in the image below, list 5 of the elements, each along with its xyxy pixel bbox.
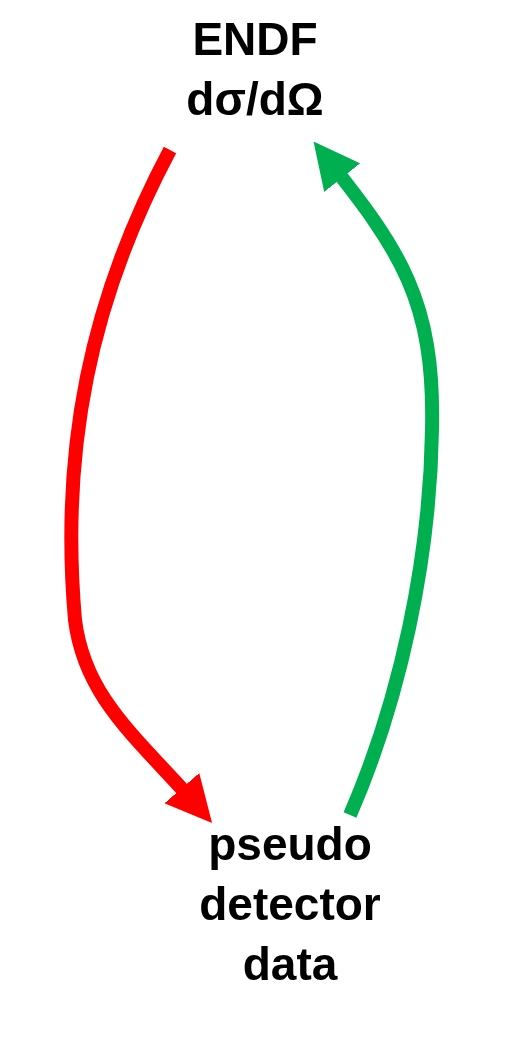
curved-arrow [64, 146, 213, 823]
node-label: dσ/dΩ [186, 71, 324, 127]
node-label: ENDF [192, 12, 318, 67]
curved-arrow [313, 141, 439, 818]
node-label: pseudo detector data [198, 817, 382, 992]
